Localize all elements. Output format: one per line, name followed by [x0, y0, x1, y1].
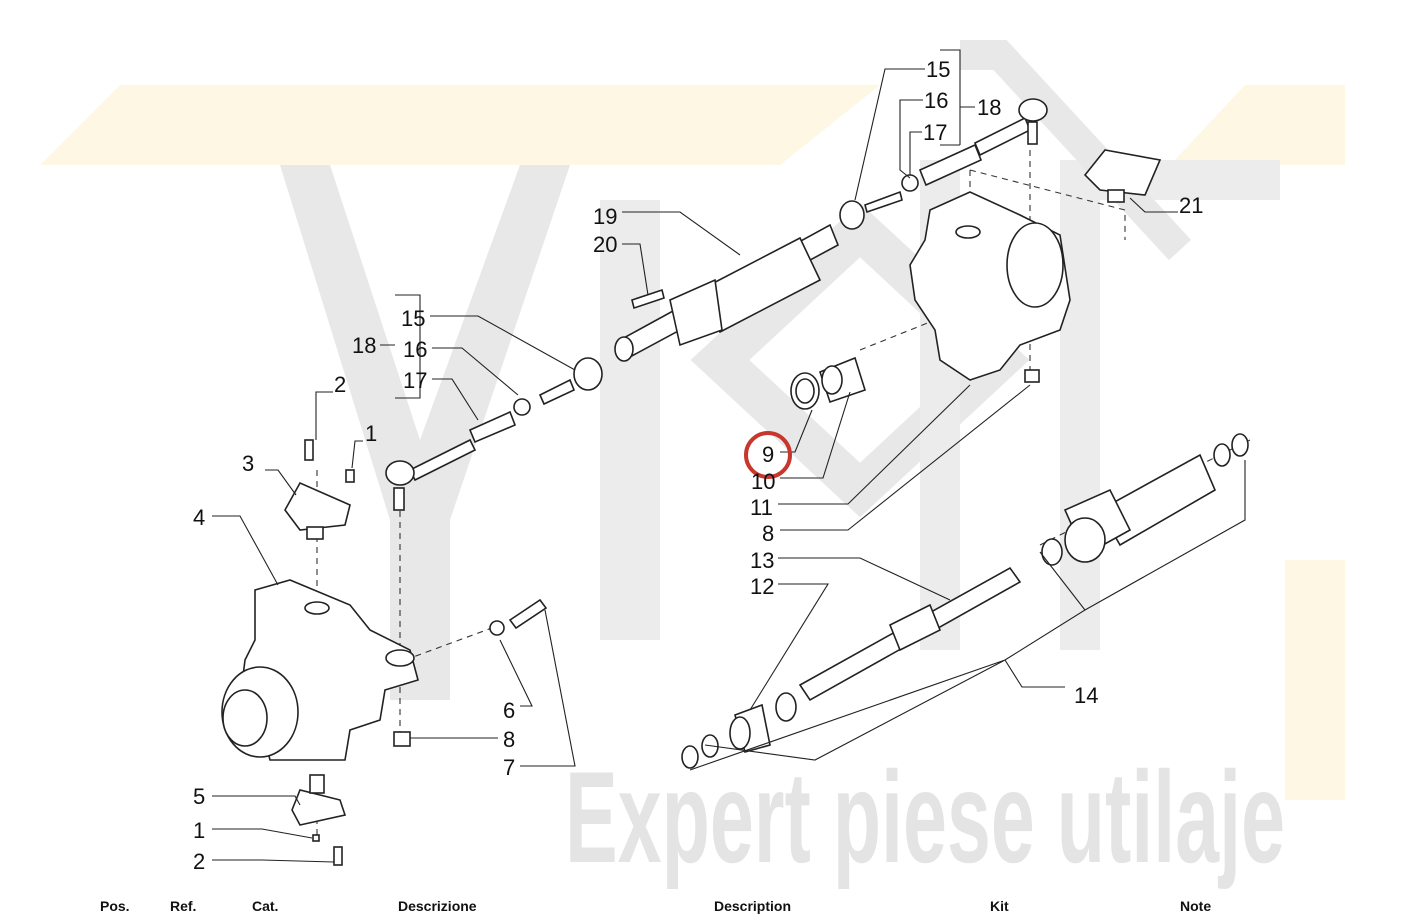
col-kit: Kit: [990, 898, 1009, 914]
callout-16[interactable]: 16: [403, 337, 427, 362]
callout-8[interactable]: 8: [503, 727, 515, 752]
callout-17[interactable]: 17: [923, 120, 947, 145]
watermark-logo: Expert piese utilaje: [40, 40, 1345, 890]
callout-2[interactable]: 2: [193, 849, 205, 874]
callout-2[interactable]: 2: [334, 372, 346, 397]
callout-6[interactable]: 6: [503, 698, 515, 723]
upper-plate: [284, 439, 355, 540]
callout-4[interactable]: 4: [193, 505, 205, 530]
callout-labels: 15 16 18 17 21 19 20 15 18 16 17 2 1 3 4…: [193, 57, 1203, 874]
callout-3[interactable]: 3: [242, 451, 254, 476]
callout-5[interactable]: 5: [193, 784, 205, 809]
steering-cylinder-upper: [614, 190, 903, 362]
lower-plate: [291, 774, 347, 866]
callout-18[interactable]: 18: [977, 95, 1001, 120]
upper-plate-right: [1083, 149, 1162, 203]
steering-cylinder-lower: [681, 433, 1249, 769]
steering-knuckle-left: [221, 579, 419, 761]
col-cat: Cat.: [252, 898, 279, 914]
callout-15[interactable]: 15: [401, 306, 425, 331]
callout-11[interactable]: 11: [750, 495, 773, 520]
callout-21[interactable]: 21: [1179, 193, 1203, 218]
parts-table-header: Pos. Ref. Cat. Descrizione Description K…: [0, 898, 1408, 918]
tie-rod-left: [385, 357, 603, 511]
callout-18[interactable]: 18: [352, 333, 376, 358]
callout-7[interactable]: 7: [503, 755, 515, 780]
callout-1[interactable]: 1: [365, 421, 377, 446]
callout-19[interactable]: 19: [593, 204, 617, 229]
col-ref: Ref.: [170, 898, 197, 914]
col-pos: Pos.: [100, 898, 130, 914]
seal-and-bushing: [790, 356, 866, 410]
col-description: Description: [714, 898, 792, 914]
callout-16[interactable]: 16: [924, 88, 948, 113]
callout-8[interactable]: 8: [762, 521, 774, 546]
callout-17[interactable]: 17: [403, 368, 427, 393]
watermark-text: Expert piese utilaje: [565, 744, 1285, 890]
steering-knuckle-right: [909, 191, 1071, 383]
callout-20[interactable]: 20: [593, 232, 617, 257]
tie-rod-right: [901, 98, 1048, 192]
callout-12[interactable]: 12: [750, 574, 774, 599]
callout-9[interactable]: 9: [762, 442, 774, 467]
col-note: Note: [1180, 898, 1212, 914]
bolt-and-nut: [393, 598, 548, 747]
callout-10[interactable]: 10: [751, 469, 775, 494]
highlight-circle: [744, 431, 792, 479]
callout-14[interactable]: 14: [1074, 683, 1098, 708]
col-descrizione: Descrizione: [398, 898, 477, 914]
callout-15[interactable]: 15: [926, 57, 950, 82]
callout-1[interactable]: 1: [193, 818, 205, 843]
callout-13[interactable]: 13: [750, 548, 774, 573]
leader-lines: [212, 49, 1246, 863]
